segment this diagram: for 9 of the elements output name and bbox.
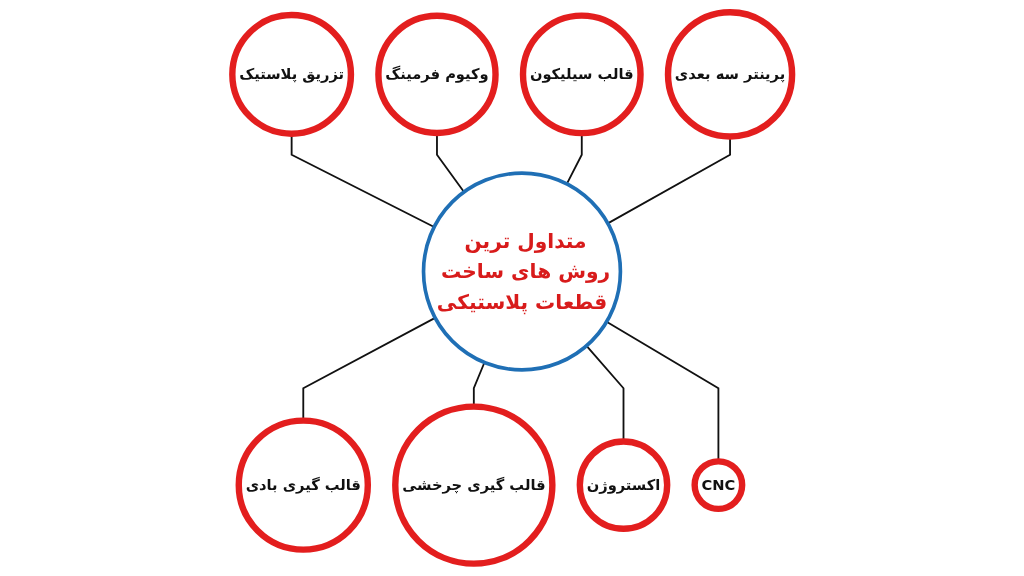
node-circle: تزریق پلاستیک <box>228 11 354 137</box>
node-circle: CNC <box>691 458 746 513</box>
node-circle: پرینتر سه بعدی <box>664 9 796 140</box>
node-circle: متداول ترین روش های ساخت قطعات پلاستیکی <box>421 171 623 372</box>
node-circle: قالب سیلیکون <box>519 12 644 137</box>
node-circle: قالب گیری چرخشی <box>391 403 556 567</box>
node-circle: اکستروژن <box>576 438 671 532</box>
node-circle: وکیوم فرمینگ <box>375 12 499 137</box>
node-circle: قالب گیری بادی <box>235 417 371 553</box>
